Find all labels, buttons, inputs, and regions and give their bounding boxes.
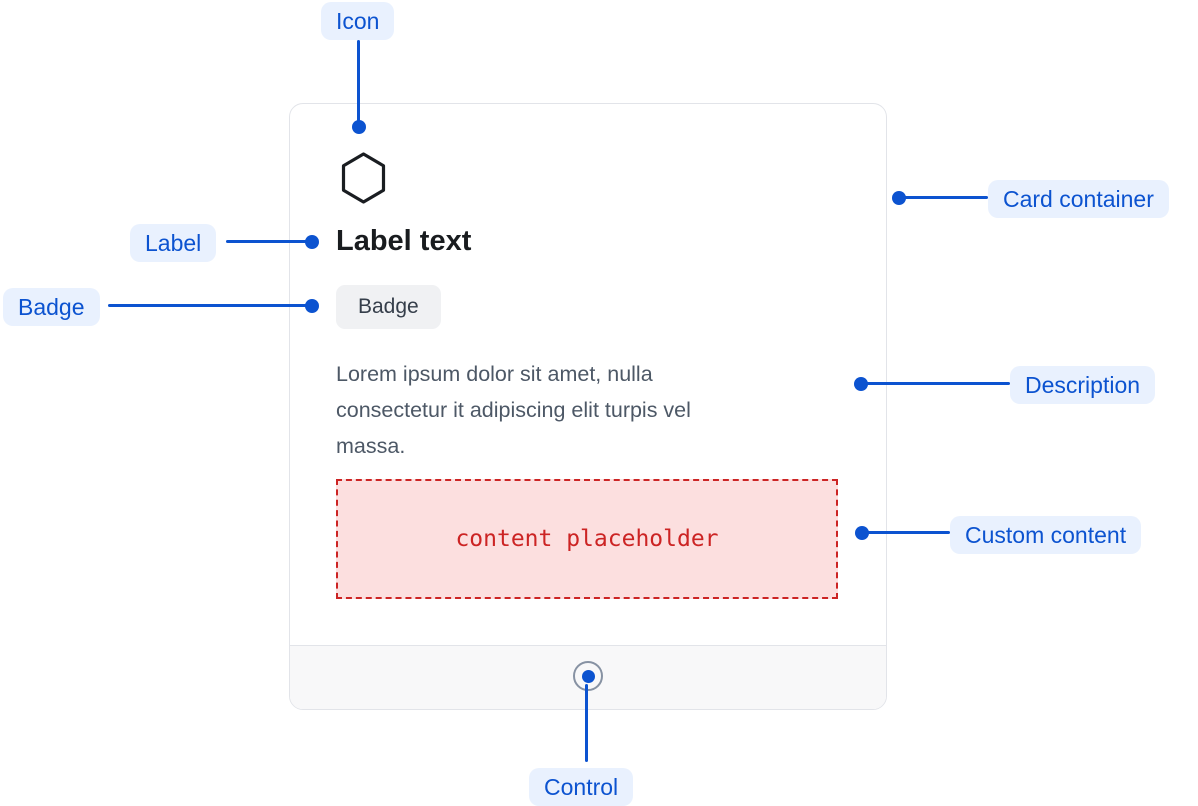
description-line: massa. <box>336 434 406 458</box>
annotation-dot-icon <box>352 120 366 134</box>
annotation-pill-description: Description <box>1010 366 1156 404</box>
annotation-line-icon <box>357 40 360 123</box>
annotation-line-control <box>585 684 588 762</box>
annotation-line-description <box>865 382 1010 385</box>
placeholder-text: content placeholder <box>455 526 719 552</box>
annotation-dot-card-container <box>892 191 906 205</box>
annotation-dot-label <box>305 235 319 249</box>
annotation-pill-control: Control <box>529 768 634 806</box>
custom-content-placeholder: content placeholder <box>336 479 838 599</box>
annotation-line-label <box>226 240 312 243</box>
annotation-dot-badge <box>305 299 319 313</box>
card-container: Label text Badge Lorem ipsum dolor sit a… <box>289 103 887 710</box>
hexagon-icon <box>341 152 386 204</box>
card-description: Lorem ipsum dolor sit amet, nulla consec… <box>336 356 691 464</box>
annotation-line-badge <box>108 304 312 307</box>
annotation-line-custom-content <box>866 531 950 534</box>
annotation-pill-label: Label <box>130 224 217 262</box>
description-line: consectetur it adipiscing elit turpis ve… <box>336 398 691 422</box>
annotation-pill-badge: Badge <box>3 288 100 326</box>
card-badge: Badge <box>336 285 441 329</box>
annotation-dot-custom-content <box>855 526 869 540</box>
card-footer <box>290 645 886 709</box>
annotation-pill-card-container: Card container <box>988 180 1169 218</box>
annotation-dot-description <box>854 377 868 391</box>
control-annotation-dot <box>581 669 595 683</box>
annotation-pill-icon: Icon <box>321 2 395 40</box>
card-label: Label text <box>336 225 472 257</box>
annotation-pill-custom-content: Custom content <box>950 516 1142 554</box>
annotation-line-card-container <box>903 196 988 199</box>
description-line: Lorem ipsum dolor sit amet, nulla <box>336 362 653 386</box>
expand-control-button[interactable] <box>573 661 603 691</box>
